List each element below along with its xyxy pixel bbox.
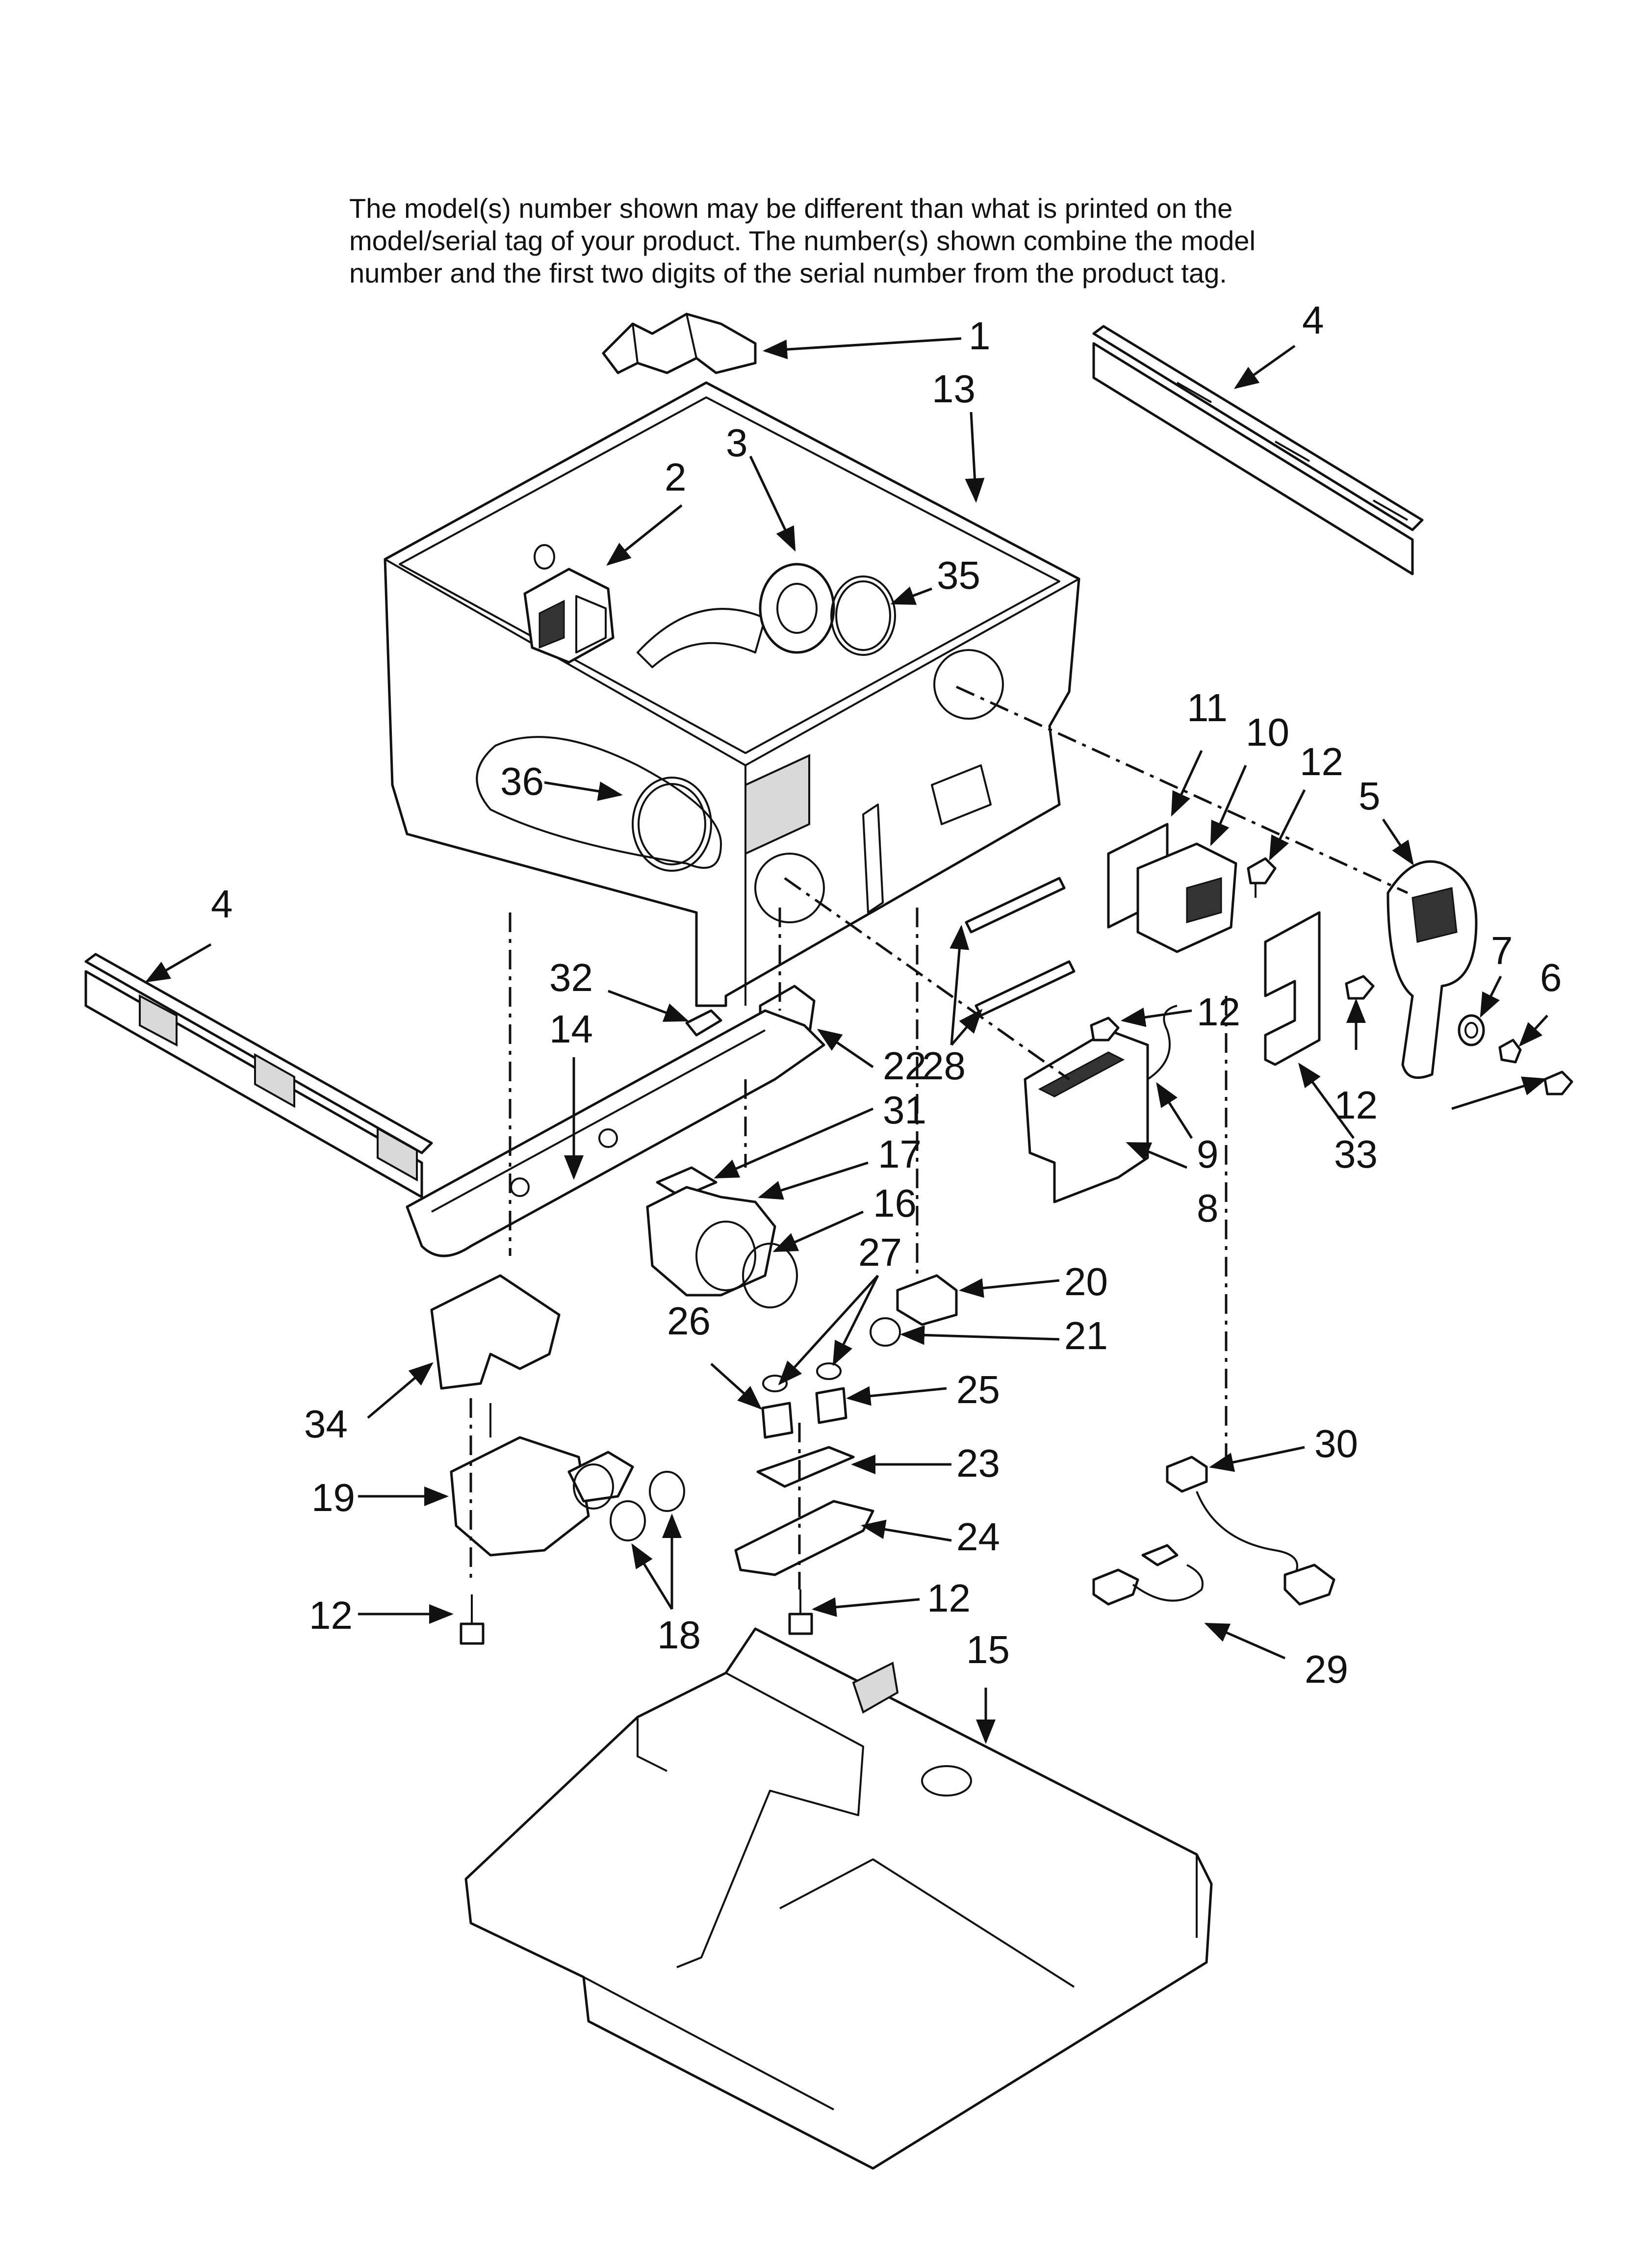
part-19-motor (450, 1403, 634, 1557)
callout-28: 28 (922, 1044, 966, 1088)
callout-26: 26 (667, 1299, 711, 1343)
callout-21: 21 (1064, 1314, 1108, 1357)
callout-numbers: 1 13 4 3 2 35 36 4 11 10 12 5 7 6 12 12 … (211, 298, 1562, 1691)
callout-leaders (145, 337, 1548, 1744)
part-29-harness (1092, 1544, 1204, 1606)
callout-8: 8 (1197, 1186, 1219, 1230)
part-24-base-plate (734, 1500, 874, 1576)
callout-7: 7 (1491, 929, 1513, 972)
part-6-nut (1498, 1039, 1522, 1064)
callout-15: 15 (966, 1628, 1010, 1671)
callout-27: 27 (858, 1230, 902, 1274)
callout-5: 5 (1359, 774, 1381, 818)
callout-12-bottom-left: 12 (309, 1593, 353, 1637)
part-20-sensor (896, 1274, 958, 1326)
callout-25: 25 (956, 1368, 1000, 1411)
part-8-housing (1024, 1029, 1149, 1203)
callout-23: 23 (956, 1441, 1000, 1485)
callout-29: 29 (1305, 1647, 1348, 1691)
callout-6: 6 (1540, 956, 1562, 999)
part-2-tub-module (523, 568, 615, 664)
callout-14: 14 (549, 1007, 593, 1051)
part-12-screw-c (1345, 975, 1375, 1000)
part-12-screw-d (1543, 1070, 1573, 1095)
part-23-plate (756, 1446, 855, 1488)
callout-9: 9 (1197, 1132, 1219, 1176)
callout-31: 31 (883, 1088, 926, 1132)
callout-3: 3 (726, 421, 748, 465)
alignment-lines (469, 685, 1409, 1590)
callout-12-right: 12 (1334, 1083, 1378, 1127)
part-36-gasket (476, 736, 722, 872)
part-12-screw-a (1247, 857, 1277, 898)
part-30-harness (1166, 1456, 1335, 1606)
part-21-oring (870, 1317, 901, 1347)
part-27-rings (762, 1362, 842, 1392)
part-10-module (1136, 842, 1237, 953)
part-12-screw-e (460, 1594, 485, 1645)
callout-1: 1 (969, 314, 991, 358)
part-17-pump (646, 1186, 776, 1297)
note-line-3: number and the first two digits of the s… (349, 258, 1227, 288)
callout-12-top: 12 (1300, 740, 1343, 783)
part-15-base (464, 1627, 1213, 2170)
part-26-valve (761, 1402, 794, 1439)
part-28-strips (965, 877, 1076, 1017)
part-34-shield (430, 1274, 561, 1390)
part-3-vent-cover (759, 563, 835, 654)
callout-34: 34 (304, 1402, 348, 1446)
callout-17: 17 (878, 1132, 922, 1176)
part-12-screw-f (788, 1590, 813, 1635)
callout-12-bottom-center: 12 (927, 1576, 971, 1620)
part-25-valve (815, 1387, 847, 1424)
part-1-bracket (602, 313, 757, 374)
part-13-tub (384, 381, 1080, 1007)
callout-12-mid: 12 (1197, 990, 1240, 1034)
callout-20: 20 (1064, 1260, 1108, 1303)
callout-2: 2 (665, 455, 687, 499)
callout-30: 30 (1314, 1422, 1358, 1465)
part-18-clamps (610, 1471, 685, 1541)
callout-22: 22 (883, 1044, 926, 1088)
callout-32: 32 (549, 956, 593, 999)
callout-4-right: 4 (1302, 298, 1324, 342)
part-33-bracket (1264, 911, 1321, 1066)
part-31-plate (656, 1166, 718, 1199)
model-number-note: The model(s) number shown may be differe… (349, 192, 1477, 289)
part-4-left-rail (84, 953, 433, 1199)
part-9-wire (1147, 1005, 1178, 1080)
callout-4-left: 4 (211, 882, 233, 926)
callout-35: 35 (937, 553, 980, 597)
callout-24: 24 (956, 1515, 1000, 1559)
callout-16: 16 (873, 1181, 917, 1225)
part-14-support-bar (406, 1009, 825, 1257)
part-12-screw-b (1090, 1017, 1120, 1042)
part-35-gasket (830, 575, 896, 656)
callout-11: 11 (1187, 686, 1228, 730)
note-line-2: model/serial tag of your product. The nu… (349, 225, 1256, 256)
part-32-clip (685, 1009, 722, 1037)
callout-18: 18 (657, 1613, 701, 1657)
part-16-clamp (742, 1243, 798, 1308)
callout-13: 13 (932, 367, 975, 411)
part-7-fitting (1458, 1014, 1485, 1046)
part-5-pump-housing (1386, 860, 1478, 1079)
part-4-right-rail (1092, 325, 1424, 575)
note-line-1: The model(s) number shown may be differe… (349, 193, 1233, 224)
callout-33: 33 (1334, 1132, 1378, 1176)
callout-10: 10 (1246, 710, 1289, 754)
callout-19: 19 (311, 1476, 355, 1519)
callout-36: 36 (500, 759, 544, 803)
